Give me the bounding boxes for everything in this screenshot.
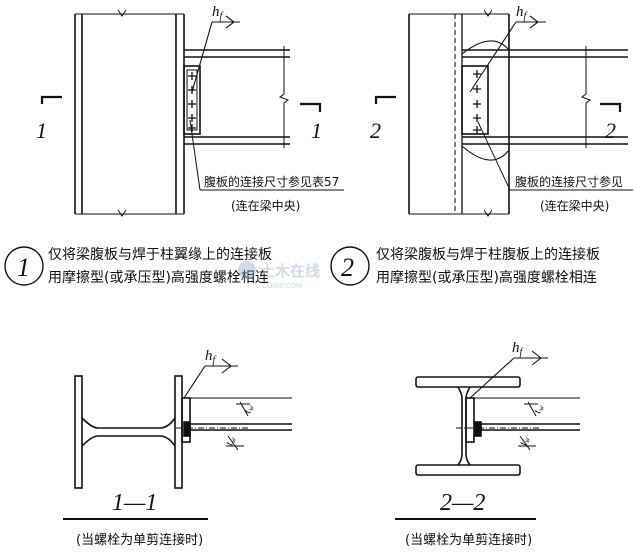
section-2-2-title: 2—2 — [440, 490, 485, 516]
section-2-2-bolt-head — [474, 421, 482, 437]
diagram-1-bolt-2 — [188, 86, 196, 94]
diagram-2 — [374, 9, 633, 217]
section-2-2 — [395, 350, 580, 520]
diagram-1-number: 1 — [17, 253, 30, 282]
section-2-2-hf-label: hf — [512, 340, 524, 358]
beam-2-break — [580, 46, 592, 148]
diagram-2-hf-label: hf — [516, 4, 528, 22]
bolt-group-2 — [473, 70, 481, 134]
diagram-2-desc-line2: 用摩擦型(或承压型)高强度螺栓相连 — [376, 269, 597, 286]
column-2-2-top-flange — [415, 376, 521, 388]
shear-plate-2 — [461, 65, 489, 135]
diagram-2-bolt-5 — [473, 126, 481, 134]
section-2-2-tw-dim-top — [524, 401, 538, 417]
column-2-break-top — [483, 9, 493, 17]
section-2-2-tw-label-bottom: tw — [517, 435, 532, 447]
section-1-1-bolt-head — [183, 421, 191, 437]
section-1-1-weld-flag — [221, 358, 232, 374]
diagram-1-desc-line1: 仅将梁腹板与焊于柱翼缘上的连接板 — [48, 246, 272, 263]
section-1-1-tw-label-bottom: tw — [223, 435, 238, 447]
section-2-2-tw-label-top: tw — [531, 403, 546, 415]
diagram-2-section-left-label: 2 — [370, 118, 381, 143]
column-1-1-right-flange — [174, 375, 183, 489]
section-mark-2-right — [600, 102, 622, 112]
section-mark-1-left — [40, 95, 62, 104]
bolt-group-1 — [188, 72, 196, 132]
diagram-1-desc-line2: 用摩擦型(或承压型)高强度螺栓相连 — [48, 269, 269, 286]
diagram-1-section-right-label: 1 — [311, 118, 322, 143]
diagram-2-note: 腹板的连接尺寸参见 — [515, 174, 623, 189]
column-1-break-bottom — [117, 209, 127, 217]
column-2-break-bottom — [483, 209, 493, 217]
diagram-2-bolt-1 — [473, 70, 481, 78]
diagram-1-bolt-5 — [188, 124, 196, 132]
section-1-1-tw-dim-bottom — [226, 435, 244, 451]
section-2-2-tw-dim-bottom — [518, 435, 536, 451]
diagram-2-bolt-4 — [473, 114, 481, 122]
section-1-1-plate — [181, 397, 191, 443]
column-1-1-web — [81, 417, 176, 447]
section-2-2-caption: (当螺栓为单剪连接时) — [405, 532, 532, 548]
column-2-2-bottom-flange — [415, 464, 521, 476]
weld-leader-2 — [469, 21, 517, 93]
section-1-1-hf-label: hf — [205, 348, 217, 366]
note-leader-2 — [477, 121, 511, 191]
section-1-1-weld-leader — [183, 365, 206, 399]
diagram-1-note-paren: (连在梁中央) — [231, 198, 300, 213]
watermark-logo-icon — [238, 261, 256, 279]
column-1-break-top — [117, 9, 127, 17]
diagram-1-bolt-3 — [188, 100, 196, 108]
section-2-2-weld-flag — [531, 350, 542, 366]
section-2-2-weld-leader — [469, 357, 515, 399]
section-1-1-tw-dim-top — [236, 401, 250, 417]
section-1-1 — [63, 358, 292, 520]
section-1-1-caption: (当螺栓为单剪连接时) — [76, 532, 203, 548]
diagram-2-note-paren: (连在梁中央) — [540, 198, 609, 213]
diagram-1-section-left-label: 1 — [36, 118, 47, 143]
diagram-1 — [40, 9, 344, 217]
beam-1-break — [278, 46, 290, 148]
weld-flag-2 — [529, 15, 539, 29]
diagram-2-number: 2 — [341, 253, 354, 282]
section-mark-1-right — [300, 102, 322, 112]
diagram-1-bolt-1 — [188, 72, 196, 80]
section-mark-2-left — [374, 95, 396, 104]
weld-flag-1 — [225, 15, 235, 29]
watermark-sub: COI88.COM — [262, 282, 302, 290]
stiffener-weld-2-bottom — [461, 145, 510, 161]
diagram-1-note: 腹板的连接尺寸参见表57 — [204, 174, 339, 189]
diagram-2-bolt-2 — [473, 85, 481, 93]
diagram-2-bolt-3 — [473, 100, 481, 108]
diagram-2-desc-line1: 仅将梁腹板与焊于柱腹板上的连接板 — [376, 246, 600, 263]
diagram-1-bolt-4 — [188, 114, 196, 122]
watermark: 土木在线 COI88.COM — [238, 261, 320, 290]
section-1-1-tw-label-top: tw — [241, 403, 256, 415]
diagram-1-number-circle — [4, 246, 44, 286]
section-2-2-plate — [465, 397, 475, 443]
watermark-text: 土木在线 — [260, 262, 320, 280]
section-1-1-title: 1—1 — [112, 490, 157, 516]
diagram-2-number-circle — [330, 246, 370, 286]
column-1-1-left-flange — [74, 375, 83, 489]
diagram-2-section-right-label: 2 — [605, 118, 616, 143]
diagram-1-hf-label: hf — [212, 4, 224, 22]
weld-leader-1 — [191, 21, 213, 93]
